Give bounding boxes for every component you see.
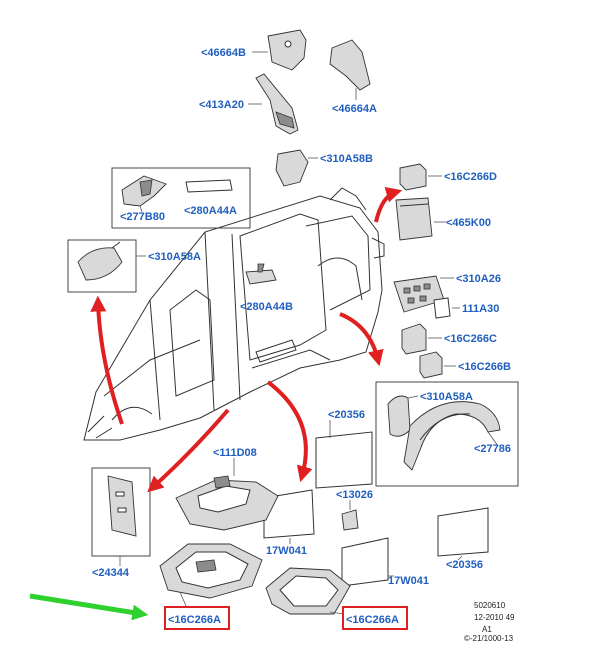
part-280A44B	[245, 263, 277, 285]
label-277B80: <277B80	[120, 211, 165, 223]
label-13026: <13026	[336, 489, 373, 501]
parts-frame-277B80-280A44A	[111, 167, 251, 229]
footer-line2: 12-2010 49	[474, 613, 515, 622]
footer-line1: 5020610	[474, 601, 506, 610]
locator-arrows	[90, 186, 403, 493]
part-46664A	[329, 39, 371, 100]
label-16C266A-left: <16C266A	[168, 614, 221, 626]
highlight-box-left	[164, 606, 230, 630]
label-465K00: <465K00	[446, 217, 491, 229]
highlight-box-right	[342, 606, 408, 630]
part-17W041-mid	[263, 489, 315, 544]
label-280A44B: <280A44B	[240, 301, 293, 313]
part-310A58B	[275, 149, 318, 187]
part-17W041-low	[341, 537, 394, 587]
label-413A20: <413A20	[199, 99, 244, 111]
part-16C266A-right	[265, 567, 351, 615]
label-16C266D: <16C266D	[444, 171, 497, 183]
part-13026	[341, 500, 359, 531]
footer-line4: ©-21/1000-13	[464, 634, 514, 642]
label-17W041-low: 17W041	[388, 575, 429, 587]
label-111D08: <111D08	[213, 447, 257, 459]
label-20356-mid: <20356	[328, 409, 365, 421]
label-310A58A-right: <310A58A	[420, 391, 473, 403]
label-20356-low: <20356	[446, 559, 483, 571]
label-111A30: 111A30	[462, 303, 499, 315]
label-46664A: <46664A	[332, 103, 377, 115]
label-16C266A-right: <16C266A	[346, 614, 399, 626]
part-16C266A-left	[159, 543, 263, 607]
label-27786: <27786	[474, 443, 511, 455]
part-111D08	[175, 458, 279, 531]
label-24344: <24344	[92, 567, 130, 579]
label-16C266C: <16C266C	[444, 333, 497, 345]
part-labels: <46664B <46664A <413A20 <310A58B <16C266…	[92, 47, 511, 626]
label-16C266B: <16C266B	[458, 361, 511, 373]
part-16C266C	[401, 323, 442, 355]
vehicle-body-side	[83, 187, 385, 441]
label-310A26: <310A26	[456, 273, 501, 285]
label-310A58A-left: <310A58A	[148, 251, 201, 263]
label-46664B: <46664B	[201, 47, 246, 59]
part-111A30	[433, 297, 460, 319]
part-310A58A-left	[67, 239, 146, 293]
part-16C266B	[419, 351, 456, 379]
footer-line3: A1	[482, 625, 492, 634]
part-413A20	[248, 73, 299, 135]
part-20356-low	[437, 507, 489, 561]
green-pointer-arrow	[29, 593, 149, 621]
parts-frame-wheel-arch	[375, 381, 519, 487]
label-17W041-mid: 17W041	[266, 545, 307, 557]
drawing-reference: 5020610 12-2010 49 A1 ©-21/1000-13	[464, 601, 515, 643]
part-465K00	[395, 197, 446, 241]
label-280A44A: <280A44A	[184, 205, 237, 217]
part-16C266D	[399, 163, 442, 191]
label-310A58B: <310A58B	[320, 153, 373, 165]
part-46664B	[252, 29, 307, 71]
part-24344	[91, 467, 151, 566]
part-20356-mid	[315, 420, 373, 489]
